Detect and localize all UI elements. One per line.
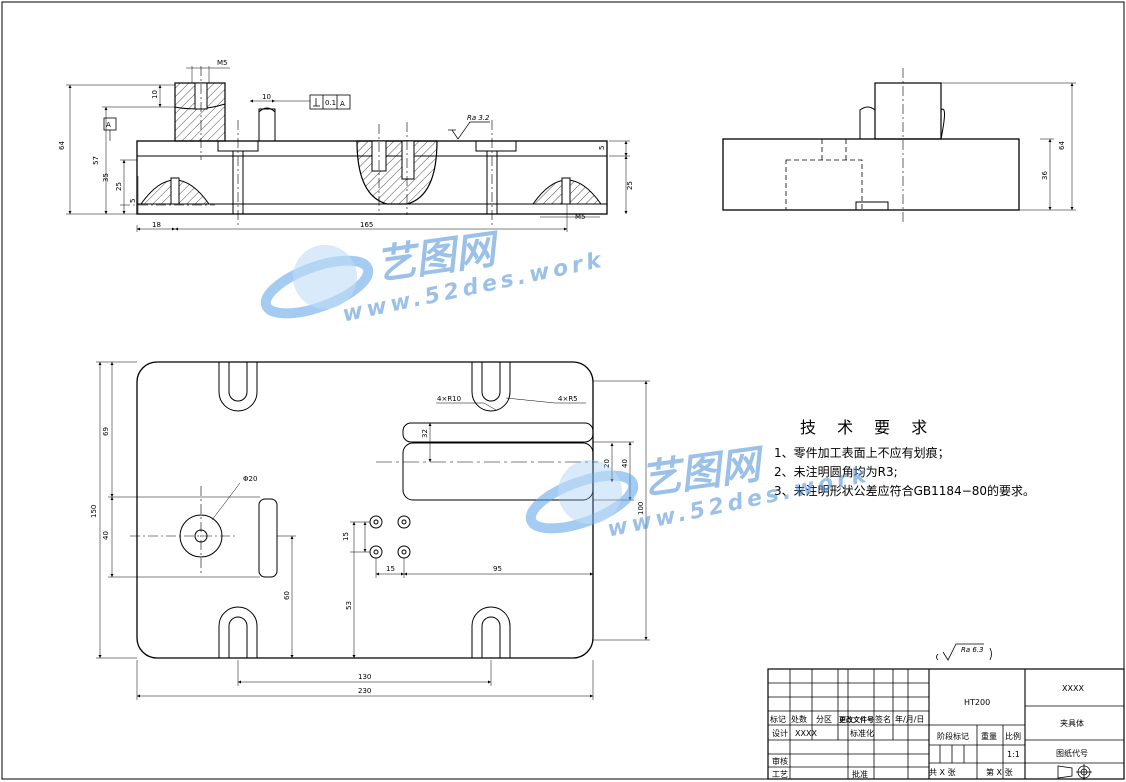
count-label: 处数: [791, 714, 807, 724]
dim-18: 18: [152, 221, 161, 229]
tech-requirement-item: 3、未注明形状公差应符合GB1184−80的要求。: [774, 484, 1036, 498]
dim-40-left: 40: [102, 531, 110, 540]
date-label: 年/月/日: [895, 714, 924, 724]
dim-150: 150: [90, 505, 98, 518]
sheet-number: 第 X 张: [986, 767, 1013, 777]
standard-label: 标准化: [850, 728, 874, 738]
dim-15-h: 15: [386, 565, 395, 573]
dim-64-side: 64: [1058, 141, 1066, 150]
tech-requirements: 技 术 要 求 1、零件加工表面上不应有划痕； 2、未注明圆角均为R3; 3、未…: [774, 414, 1104, 501]
dim-130: 130: [358, 673, 371, 681]
title-block: [767, 668, 1125, 780]
side-view-labels: 64 36: [1041, 141, 1066, 180]
material: HT200: [964, 698, 990, 707]
dim-100: 100: [637, 502, 645, 515]
tech-requirements-title: 技 术 要 求: [800, 418, 936, 437]
review-label: 审核: [772, 756, 788, 766]
dim-20: 20: [603, 459, 611, 468]
dim-60: 60: [283, 591, 291, 600]
top-view: [96, 361, 650, 700]
dim-5-left: 5: [129, 199, 137, 203]
design-label: 设计: [772, 728, 788, 738]
tech-requirement-item: 1、零件加工表面上不应有划痕；: [774, 446, 950, 460]
tech-requirement-item: 2、未注明圆角均为R3;: [774, 465, 898, 479]
dim-57: 57: [92, 156, 100, 165]
side-view: [722, 68, 1076, 222]
dim-40-right: 40: [621, 459, 629, 468]
flatness-value: 0.1: [325, 99, 336, 107]
dim-35: 35: [102, 173, 110, 182]
radius-r10: 4×R10: [437, 395, 461, 403]
radius-r5: 4×R5: [558, 395, 578, 403]
dim-64-front: 64: [58, 141, 66, 150]
drawing-code-label: 图纸代号: [1056, 748, 1088, 758]
hole-m5-top: M5: [217, 59, 228, 67]
top-view-labels: 150 69 40 60 53 Φ20 15 15 95 130 230 100…: [90, 395, 645, 695]
change-doc-label: 更改文件号: [839, 715, 874, 724]
dim-53: 53: [345, 601, 353, 610]
dim-36: 36: [1041, 171, 1049, 180]
dim-25-right: 25: [626, 181, 634, 190]
rev-mark-label: 标记: [770, 714, 786, 724]
signature-label: 签名: [875, 714, 891, 724]
stage-mark-label: 阶段标记: [937, 731, 969, 741]
title-block-text: HT200 XXXX 夹具体 阶段标记 重量 比例 1:1 图纸代号 共 X 张…: [770, 684, 1088, 779]
weight-label: 重量: [981, 731, 997, 741]
dim-15-v: 15: [342, 532, 350, 541]
general-roughness-symbol: [936, 643, 992, 661]
dim-69: 69: [102, 427, 110, 436]
hole-d20-label: Φ20: [243, 475, 257, 483]
hole-m5-right: M5: [575, 213, 586, 221]
zone-label: 分区: [816, 715, 832, 724]
dim-5-right: 5: [598, 146, 606, 150]
roughness-top: Ra 3.2: [467, 114, 490, 122]
front-view-labels: 64 57 35 25 5 10 10 M5 0.1 A A Ra 3.2 18…: [58, 59, 634, 229]
front-view: [66, 66, 630, 232]
dim-10-offset: 10: [262, 93, 271, 101]
general-roughness-value: Ra 6.3: [961, 646, 984, 654]
process-label: 工艺: [772, 770, 788, 779]
sheets-total: 共 X 张: [929, 768, 956, 777]
designer-name: XXXX: [795, 729, 817, 738]
dim-165: 165: [360, 221, 373, 229]
datum-a-label: A: [106, 121, 111, 129]
scale-value: 1:1: [1007, 750, 1020, 759]
dim-230: 230: [358, 687, 371, 695]
scale-label: 比例: [1005, 731, 1021, 741]
company-name: XXXX: [1062, 684, 1084, 693]
dim-10: 10: [151, 90, 159, 99]
part-name: 夹具体: [1060, 718, 1084, 728]
flatness-datum: A: [340, 100, 345, 108]
dim-32: 32: [421, 429, 429, 438]
approve-label: 批准: [852, 769, 868, 779]
dim-95: 95: [493, 565, 502, 573]
dim-25-left: 25: [115, 182, 123, 191]
